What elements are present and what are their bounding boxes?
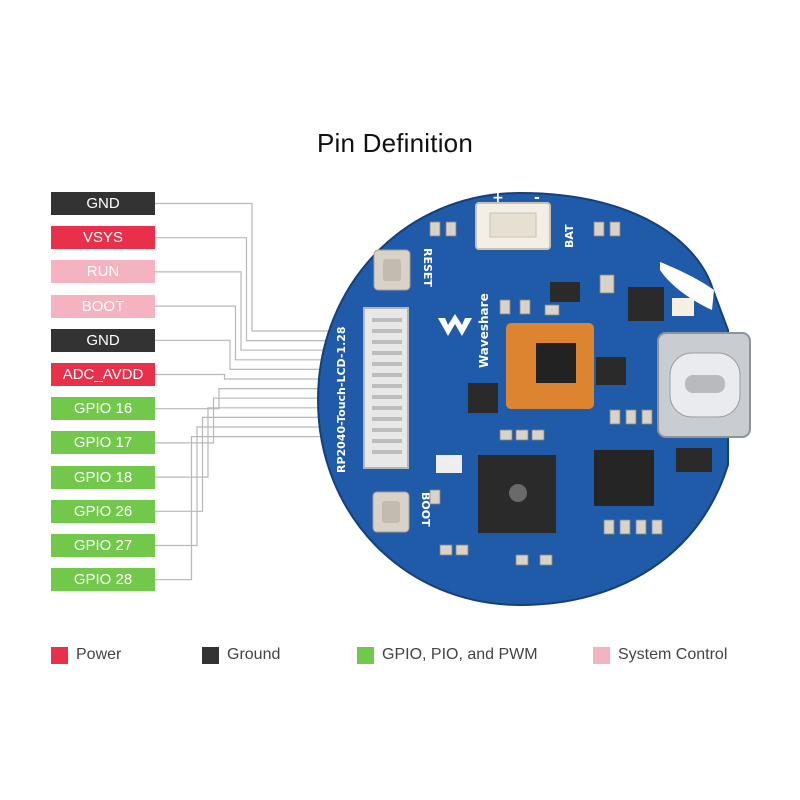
- legend-swatch-system: [593, 646, 610, 664]
- smd-component: [641, 409, 653, 425]
- fpc-pin: [372, 351, 402, 355]
- page-title: Pin Definition: [317, 128, 473, 158]
- legend-label-gpio: GPIO, PIO, and PWM: [382, 646, 538, 663]
- fpc-pin: [372, 450, 402, 454]
- small-chip-4: [550, 282, 580, 302]
- brand-label: Waveshare: [477, 293, 491, 368]
- pin-wire-11: [155, 426, 366, 547]
- pin-label-4: BOOT: [51, 294, 155, 318]
- fpc-pin: [372, 329, 402, 333]
- board-notch: [660, 262, 714, 310]
- pin-wire-10: [155, 416, 366, 512]
- pin-wire-4: [155, 305, 366, 361]
- smd-component: [515, 554, 529, 566]
- smd-component: [609, 409, 621, 425]
- board-name: RP2040-Touch-LCD-1.28: [335, 326, 348, 473]
- pin-wire-1: [155, 202, 366, 332]
- smd-component: [593, 221, 605, 237]
- reset-label: RESET: [421, 248, 434, 287]
- smd-component: [499, 429, 513, 441]
- smd-component: [635, 519, 647, 535]
- smd-component: [429, 221, 441, 237]
- small-chip-1: [468, 383, 498, 413]
- smd-component: [455, 544, 469, 556]
- small-chip-7: [436, 455, 462, 473]
- fpc-pin: [372, 384, 402, 388]
- pin-wire-2: [155, 237, 366, 342]
- legend-gpio: GPIO, PIO, and PWM: [357, 645, 538, 665]
- fpc-pin: [372, 318, 402, 322]
- pin-wire-6: [155, 373, 366, 380]
- smd-component: [439, 544, 453, 556]
- small-chip-5: [676, 448, 712, 472]
- smd-component: [499, 299, 511, 315]
- pin-label-6: ADC_AVDD: [51, 363, 155, 386]
- pin-label-12: GPIO 28: [51, 568, 155, 592]
- fpc-pin: [372, 439, 402, 443]
- pin-label-8: GPIO 17: [51, 431, 155, 455]
- pin-wire-8: [155, 397, 366, 444]
- legend-ground: Ground: [202, 645, 280, 665]
- smd-component: [603, 519, 615, 535]
- pin-wire-5: [155, 339, 366, 370]
- smd-component: [445, 221, 457, 237]
- smd-component: [599, 274, 615, 294]
- smd-component: [519, 299, 531, 315]
- legend-swatch-gpio: [357, 646, 374, 664]
- fpc-pin: [372, 406, 402, 410]
- pin-label-1: GND: [51, 192, 155, 215]
- fpc-pin: [372, 428, 402, 432]
- bat-label: BAT: [563, 224, 576, 248]
- pin-label-5: GND: [51, 328, 155, 352]
- flash-chip: [594, 450, 654, 506]
- pin-label-3: RUN: [51, 260, 155, 284]
- legend-label-power: Power: [76, 646, 122, 663]
- pin-wire-3: [155, 271, 366, 351]
- boot-label: BOOT: [419, 492, 432, 527]
- smd-component: [531, 429, 545, 441]
- pin-wire-12: [155, 436, 366, 581]
- legend-label-ground: Ground: [227, 646, 281, 663]
- fpc-pin: [372, 362, 402, 366]
- small-chip-3: [596, 357, 626, 385]
- fpc-pin: [372, 373, 402, 377]
- pin-label-9: GPIO 18: [51, 465, 155, 489]
- legend-swatch-ground: [202, 646, 219, 664]
- raspberry-pi-icon: [509, 484, 527, 502]
- fpc-pin: [372, 340, 402, 344]
- bat-plus-label: +: [492, 190, 504, 206]
- legend-power: Power: [51, 645, 121, 665]
- smd-component: [544, 304, 560, 316]
- smd-components: [429, 221, 663, 566]
- fpc-pins: [372, 318, 402, 454]
- legend-system: System Control: [593, 645, 727, 665]
- smd-component: [625, 409, 637, 425]
- pin-label-2: VSYS: [51, 226, 155, 250]
- pin-wire-9: [155, 407, 366, 478]
- smd-component: [609, 221, 621, 237]
- pin-label-7: GPIO 16: [51, 397, 155, 421]
- pin-label-11: GPIO 27: [51, 534, 155, 557]
- small-chip-6: [672, 298, 694, 316]
- smd-component: [515, 429, 529, 441]
- legend-label-system: System Control: [618, 646, 728, 663]
- smd-component: [539, 554, 553, 566]
- small-chip-2: [628, 287, 664, 321]
- fpc-pin: [372, 395, 402, 399]
- fpc-pin: [372, 417, 402, 421]
- pin-label-10: GPIO 26: [51, 499, 155, 523]
- waveshare-logo-icon: [438, 314, 472, 336]
- smd-component: [651, 519, 663, 535]
- legend-swatch-power: [51, 646, 68, 664]
- smd-component: [619, 519, 631, 535]
- smd-component: [429, 489, 441, 505]
- bat-minus-label: -: [534, 190, 540, 206]
